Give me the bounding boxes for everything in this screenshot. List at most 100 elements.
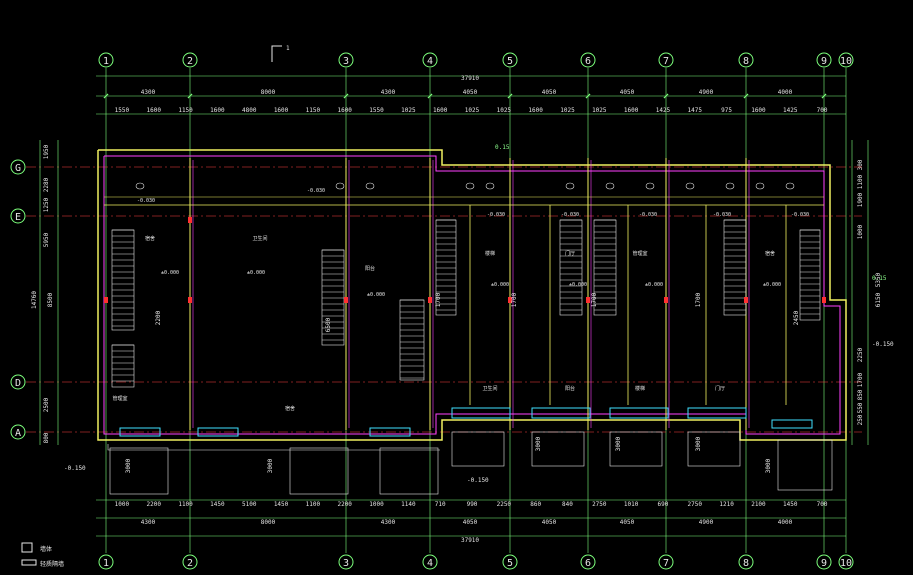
tick bbox=[343, 93, 349, 99]
left-dim: 1250 bbox=[43, 197, 50, 212]
room-label: 管理室 bbox=[632, 250, 647, 257]
steps bbox=[107, 444, 440, 451]
tick bbox=[103, 93, 109, 99]
detail-dim-bottom: 2750 bbox=[592, 501, 607, 508]
axis-bubble bbox=[338, 554, 354, 570]
toilet-fixture bbox=[485, 182, 495, 190]
toilet-fixture bbox=[785, 182, 795, 190]
tick bbox=[585, 93, 591, 99]
detail-dim-bottom: 1100 bbox=[306, 501, 321, 508]
balcony-window bbox=[609, 407, 669, 419]
total-width-bottom: 37910 bbox=[461, 537, 479, 544]
toilet-fixture bbox=[465, 182, 475, 190]
axis-bubble-label: 8 bbox=[743, 558, 749, 569]
entrance-bay bbox=[379, 447, 439, 495]
right-dim: 6150 bbox=[875, 292, 882, 307]
axis-bubble-label: 4 bbox=[427, 56, 433, 67]
left-dim: 1950 bbox=[43, 144, 50, 159]
bay-dim-top: 4900 bbox=[699, 89, 714, 96]
stair-outline bbox=[111, 229, 135, 331]
building-walls bbox=[97, 149, 847, 495]
bay-dim-bottom: 4050 bbox=[620, 519, 635, 526]
corridor-level: -0.030 bbox=[561, 212, 579, 218]
axis-bubble-label: A bbox=[15, 428, 21, 439]
axis-bubble bbox=[422, 554, 438, 570]
toilet-fixture bbox=[605, 182, 615, 190]
axis-bubble bbox=[580, 52, 596, 68]
right-dim: 550 bbox=[857, 402, 864, 413]
detail-dim: 3000 bbox=[267, 458, 274, 473]
detail-dim-top: 700 bbox=[817, 107, 828, 114]
bay-dim-bottom: 8000 bbox=[261, 519, 276, 526]
entrance-bay bbox=[777, 439, 833, 491]
column-marker bbox=[104, 297, 108, 303]
axis-bubble bbox=[98, 554, 114, 570]
column-marker bbox=[822, 297, 826, 303]
balcony bbox=[687, 431, 741, 467]
axis-bubble-label: 2 bbox=[187, 56, 193, 67]
detail-dim-top: 1025 bbox=[560, 107, 575, 114]
left-dim: 14760 bbox=[31, 291, 38, 309]
detail-dim-top: 1600 bbox=[624, 107, 639, 114]
corridor-level: -0.030 bbox=[487, 212, 505, 218]
toilet-fixture bbox=[335, 182, 345, 190]
detail-dim: 3000 bbox=[535, 436, 542, 451]
left-dim: 8500 bbox=[47, 292, 54, 307]
column-marker bbox=[188, 297, 192, 303]
column-marker bbox=[586, 297, 590, 303]
detail-dim: 3000 bbox=[765, 458, 772, 473]
tick bbox=[743, 93, 749, 99]
detail-dim: 1700 bbox=[511, 292, 518, 307]
detail-dim-top: 1150 bbox=[306, 107, 321, 114]
detail-dim: 3000 bbox=[615, 436, 622, 451]
detail-dim-bottom: 2200 bbox=[337, 501, 352, 508]
detail-dim-bottom: 1140 bbox=[401, 501, 416, 508]
axis-bubble-label: E bbox=[15, 212, 21, 223]
room-label: 门厅 bbox=[565, 250, 575, 257]
bay-dim-top: 4050 bbox=[542, 89, 557, 96]
axis-bubble bbox=[338, 52, 354, 68]
detail-dim-bottom: 1100 bbox=[178, 501, 193, 508]
window bbox=[197, 427, 239, 437]
detail-dim-top: 1600 bbox=[274, 107, 289, 114]
room-label: 阳台 bbox=[365, 265, 375, 272]
section-marker: 1 bbox=[271, 45, 290, 62]
left-dim: 5950 bbox=[43, 232, 50, 247]
tick bbox=[507, 93, 513, 99]
stair-outline bbox=[799, 229, 821, 321]
tick bbox=[187, 93, 193, 99]
bay-dim-bottom: 4000 bbox=[778, 519, 793, 526]
tick bbox=[663, 93, 669, 99]
balcony-window bbox=[531, 407, 591, 419]
axis-bubble bbox=[816, 52, 832, 68]
axis-bubble-label: 7 bbox=[663, 558, 669, 569]
legend-partition-label: 轻质隔墙 bbox=[40, 560, 64, 568]
axis-bubble bbox=[738, 52, 754, 68]
bay-dim-top: 4300 bbox=[141, 89, 156, 96]
legend: 墙体 轻质隔墙 bbox=[21, 542, 64, 568]
room-level: ±0.000 bbox=[247, 270, 265, 276]
bay-dim-bottom: 4300 bbox=[381, 519, 396, 526]
column-marker bbox=[744, 297, 748, 303]
detail-dim-bottom: 860 bbox=[530, 501, 541, 508]
axis-bubble bbox=[10, 374, 26, 390]
corridor-level: -0.030 bbox=[791, 212, 809, 218]
bay-dim-top: 4300 bbox=[381, 89, 396, 96]
detail-dim-bottom: 1010 bbox=[624, 501, 639, 508]
bay-dim-top: 8000 bbox=[261, 89, 276, 96]
axis-bubble bbox=[838, 52, 854, 68]
balcony bbox=[451, 431, 505, 467]
detail-dim-bottom: 2200 bbox=[147, 501, 162, 508]
detail-dim-bottom: 990 bbox=[467, 501, 478, 508]
right-dim: 250 bbox=[857, 414, 864, 425]
room-label: 管理室 bbox=[112, 395, 127, 402]
window bbox=[771, 419, 813, 429]
axis-bubble-label: 4 bbox=[427, 558, 433, 569]
detail-dim-top: 1475 bbox=[688, 107, 703, 114]
detail-dim-top: 1600 bbox=[433, 107, 448, 114]
toilet-fixture bbox=[685, 182, 695, 190]
axis-bubble-label: 8 bbox=[743, 56, 749, 67]
detail-dim-bottom: 2250 bbox=[497, 501, 512, 508]
